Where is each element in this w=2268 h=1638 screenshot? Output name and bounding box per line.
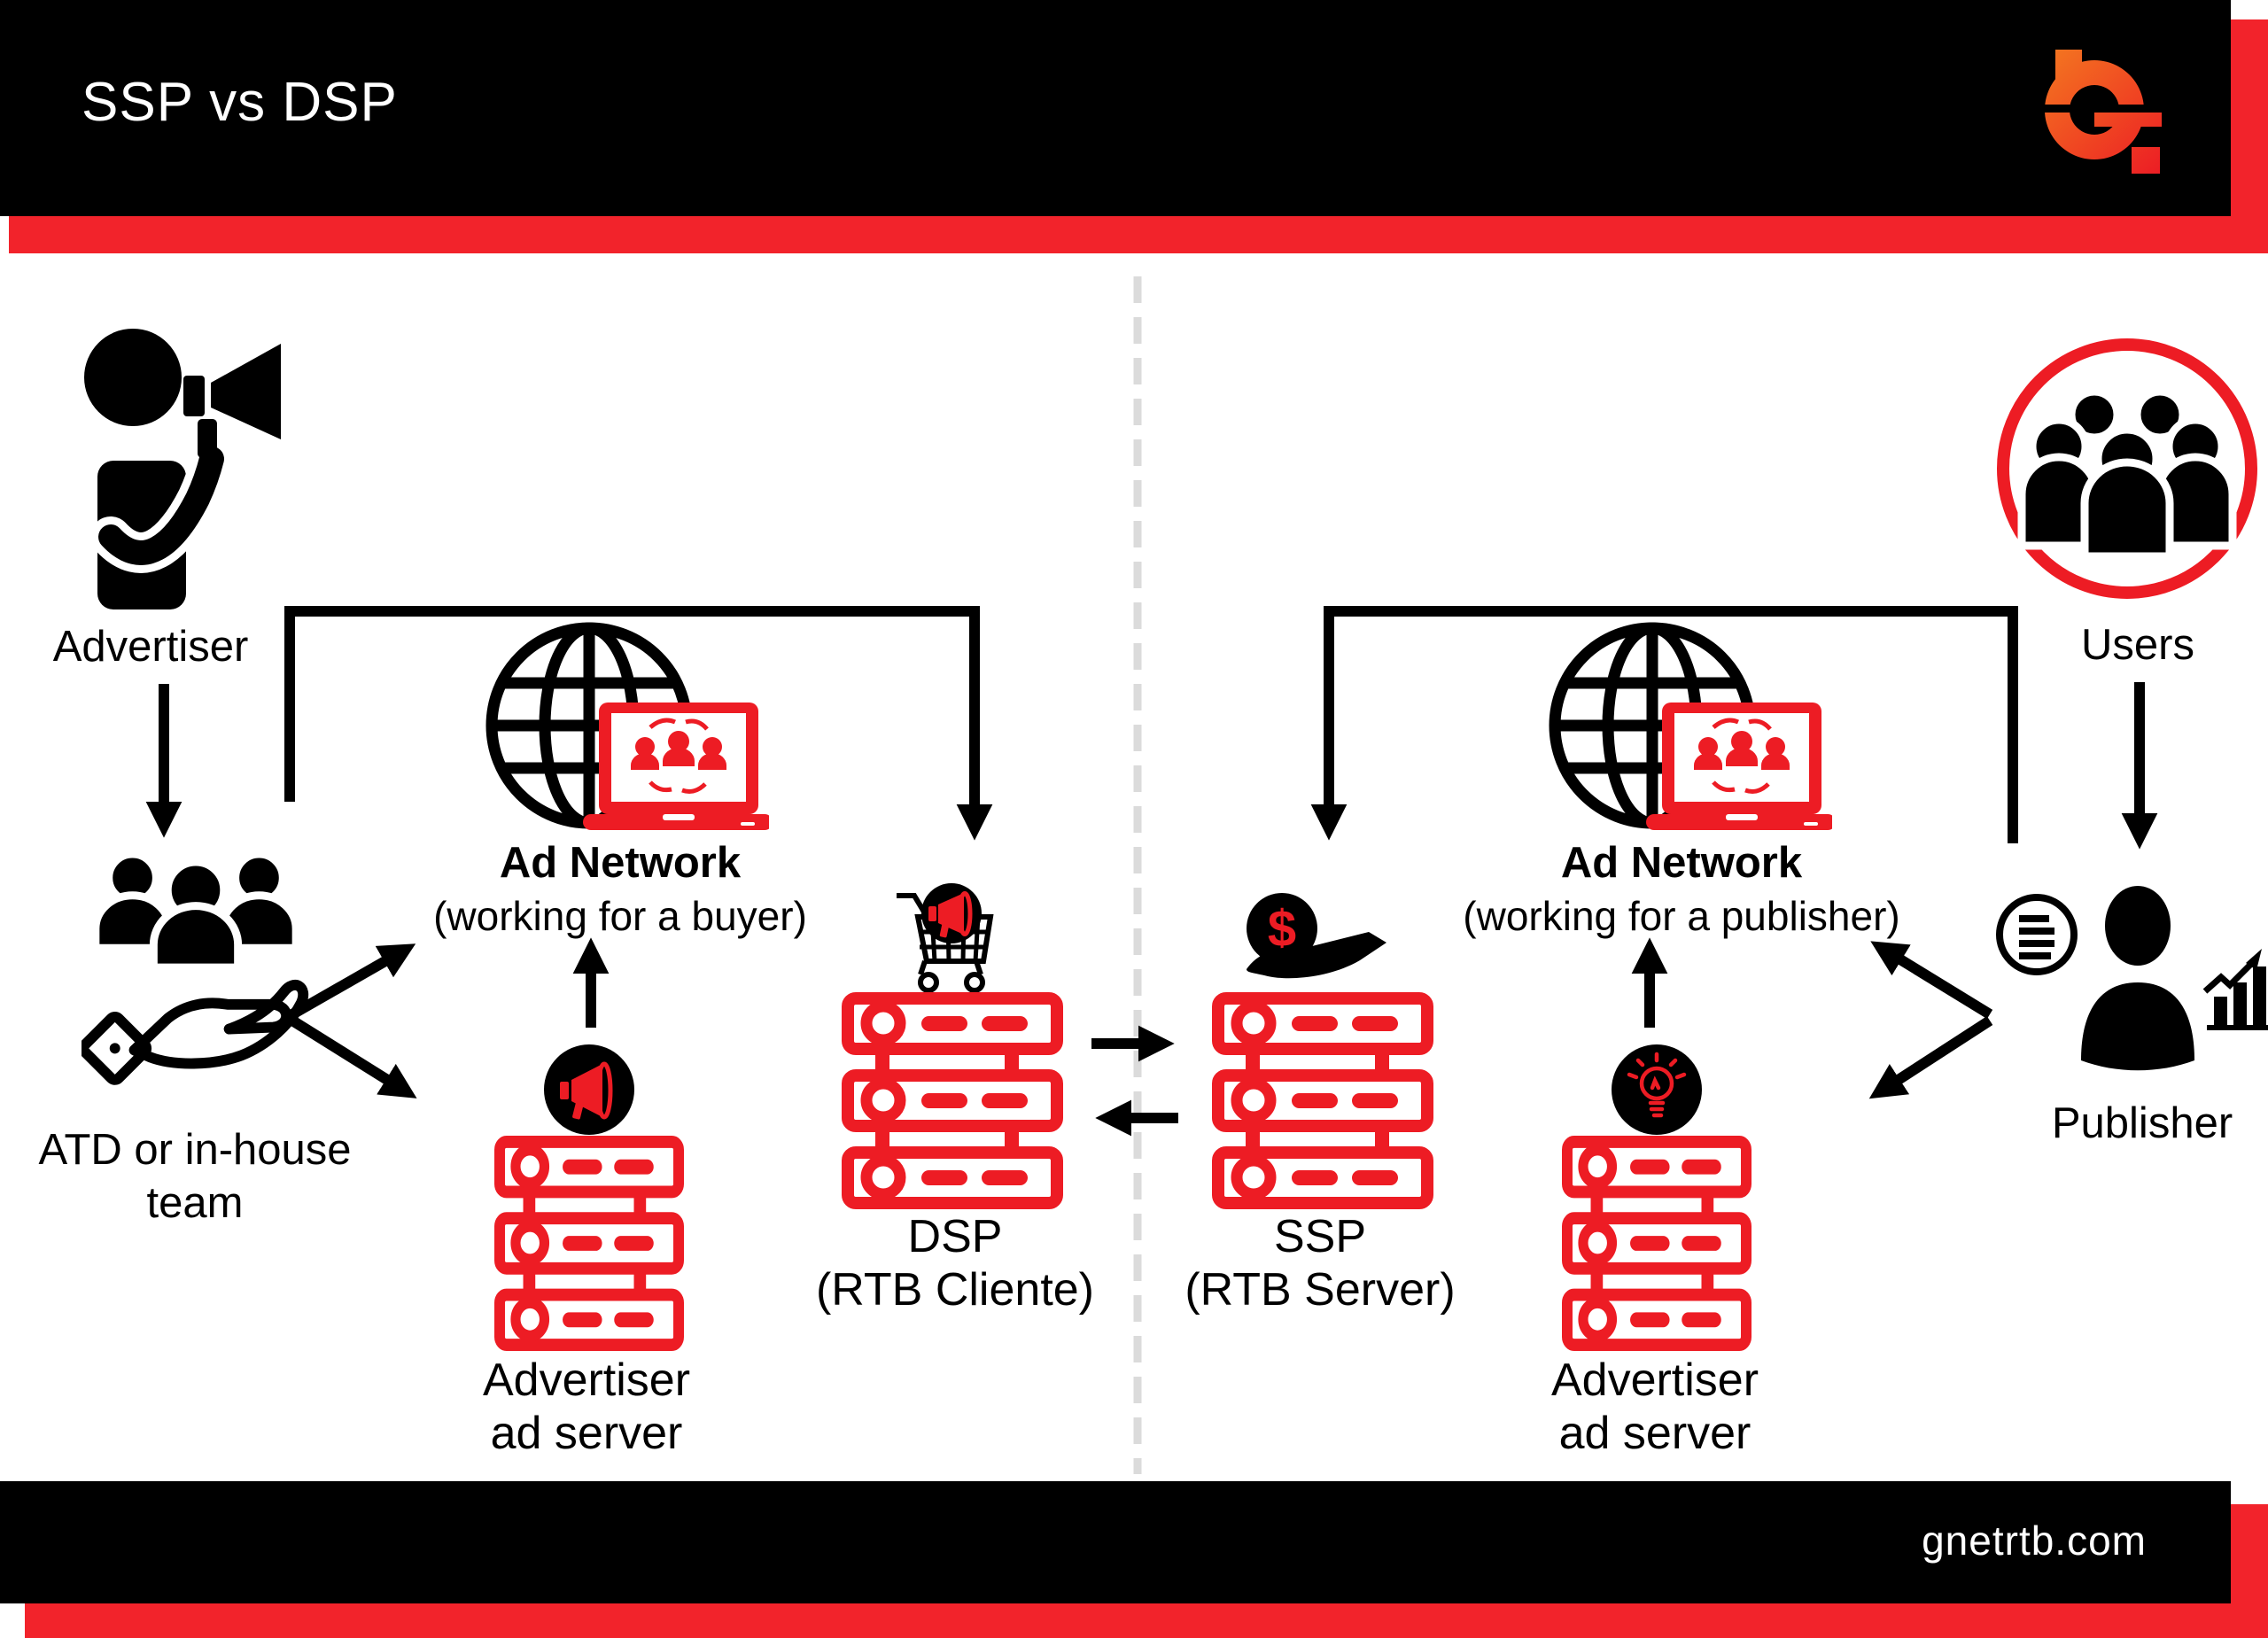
cart-megaphone-icon bbox=[888, 881, 1012, 1001]
users-label: Users bbox=[2081, 621, 2194, 669]
arrow-publisher-to-adnetwork bbox=[1870, 941, 1993, 1020]
ad-network-right-label: Ad Network (working for a publisher) bbox=[1463, 839, 1900, 939]
advertiser-icon bbox=[49, 326, 292, 623]
ad-network-left-label: Ad Network (working for a buyer) bbox=[433, 839, 807, 939]
arrow-atd-to-adserver bbox=[289, 1015, 417, 1098]
publisher-node bbox=[1996, 871, 2268, 1092]
ssp-node bbox=[1212, 992, 1433, 1209]
ssp-label: SSP (RTB Server) bbox=[1184, 1211, 1456, 1316]
arrow-publisher-to-adserver bbox=[1868, 1015, 1993, 1099]
megaphone-badge-icon bbox=[542, 1043, 636, 1137]
server-stack-icon bbox=[1562, 1136, 1751, 1351]
ad-network-left-node bbox=[485, 621, 769, 838]
arrow-atd-to-adnetwork bbox=[290, 943, 416, 1020]
dsp-node bbox=[842, 992, 1063, 1209]
ad-network-right-node bbox=[1549, 621, 1832, 838]
money-hand-icon: $ bbox=[1236, 893, 1391, 992]
atd-label: ATD or in-house team bbox=[38, 1126, 352, 1227]
article-icon bbox=[1996, 894, 2078, 975]
server-stack-icon bbox=[842, 992, 1063, 1209]
globe-laptop-icon bbox=[1549, 621, 1832, 838]
globe-laptop-icon bbox=[485, 621, 769, 838]
footer: gnetrtb.com bbox=[0, 1481, 2231, 1603]
header: SSP vs DSP bbox=[0, 0, 2231, 216]
users-icon bbox=[1992, 333, 2263, 604]
publisher-label: Publisher bbox=[2051, 1099, 2233, 1147]
team-in-hand-icon bbox=[82, 844, 310, 1113]
publisher-icon bbox=[1996, 871, 2268, 1092]
gnet-logo-icon bbox=[2038, 46, 2162, 175]
header-accent-stripe bbox=[9, 216, 2268, 253]
footer-accent-stripe-right bbox=[2231, 1504, 2268, 1638]
header-accent-stripe-right bbox=[2231, 19, 2268, 253]
line-publisher-to-ssp bbox=[1310, 606, 2018, 843]
website-link[interactable]: gnetrtb.com bbox=[1922, 1518, 2147, 1564]
ad-server-left-label: Advertiser ad server bbox=[482, 1355, 691, 1459]
lightbulb-badge-icon bbox=[1610, 1043, 1704, 1137]
atd-node bbox=[82, 844, 310, 1113]
ad-server-right-node bbox=[1562, 1136, 1751, 1351]
dsp-label: DSP (RTB Cliente) bbox=[815, 1211, 1095, 1316]
advertiser-node bbox=[49, 326, 292, 623]
page-title: SSP vs DSP bbox=[82, 72, 398, 133]
advertiser-label: Advertiser bbox=[52, 623, 249, 671]
server-stack-icon bbox=[1212, 992, 1433, 1209]
line-advertiser-to-dsp bbox=[284, 606, 993, 841]
ad-server-right-label: Advertiser ad server bbox=[1550, 1355, 1759, 1459]
growth-chart-icon bbox=[2207, 966, 2268, 1030]
ad-server-left-node bbox=[494, 1136, 684, 1351]
server-stack-icon bbox=[494, 1136, 684, 1351]
users-node bbox=[1992, 333, 2263, 604]
footer-accent-stripe bbox=[25, 1602, 2268, 1638]
